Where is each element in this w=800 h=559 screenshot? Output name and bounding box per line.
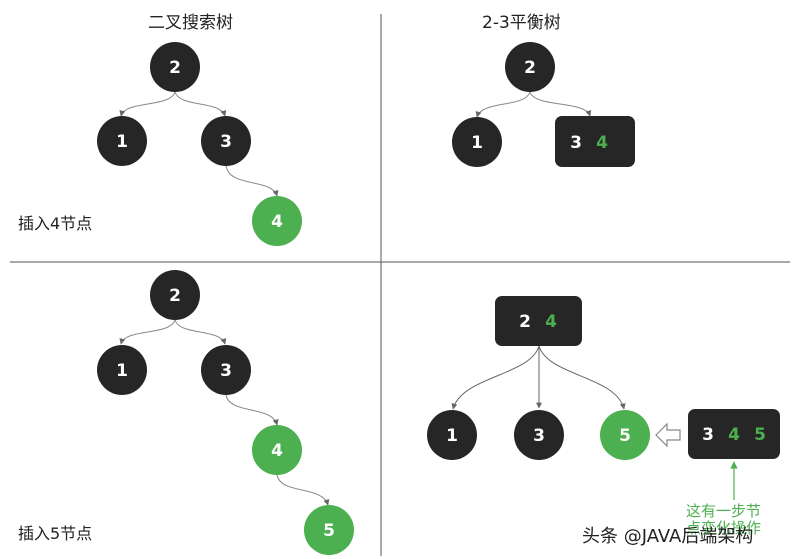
three-node-3-4 — [555, 116, 635, 167]
left-title: 二叉搜索树 — [148, 13, 233, 33]
node-2-label: 2 — [169, 58, 181, 78]
root-key-2: 2 — [519, 312, 531, 332]
node-4-label: 4 — [271, 441, 283, 461]
three-node-key-4: 4 — [596, 133, 608, 153]
note-label: 这有一步节 点变化操作 — [686, 503, 761, 537]
node-1 — [97, 345, 147, 395]
node-4-new — [252, 196, 302, 246]
node-4 — [252, 425, 302, 475]
node-1-label: 1 — [116, 132, 128, 152]
three-node-key-3: 3 — [570, 133, 582, 153]
edge-root-left — [451, 345, 540, 410]
node-3 — [201, 345, 251, 395]
child-node-1 — [427, 410, 477, 460]
overflow-key-3: 3 — [702, 425, 714, 445]
root-key-4: 4 — [545, 312, 557, 332]
insert4-caption: 插入4节点 — [18, 214, 93, 233]
node-1-label: 1 — [116, 361, 128, 381]
node-2-label: 2 — [169, 286, 181, 306]
child-node-3 — [514, 410, 564, 460]
note-line-1: 这有一步节 — [686, 502, 762, 520]
node-3-label: 3 — [220, 132, 232, 152]
edge-4-5 — [276, 474, 330, 506]
overflow-key-5: 5 — [754, 425, 766, 445]
edge-2-3 — [174, 319, 227, 345]
split-arrow-icon — [655, 422, 681, 448]
edge-2-3 — [174, 91, 227, 117]
node-5-label: 5 — [323, 521, 335, 541]
edge-2-1 — [119, 91, 176, 117]
root-node — [505, 42, 555, 92]
note-line-2: 点变化操作 — [686, 519, 762, 537]
node-2 — [150, 42, 200, 92]
child-node-1-label: 1 — [446, 426, 458, 446]
node-3-label: 3 — [220, 361, 232, 381]
node-3 — [201, 116, 251, 166]
node-2 — [150, 270, 200, 320]
edge-3-4 — [225, 165, 279, 197]
bst-insert5: 2 1 3 4 5 — [97, 270, 354, 555]
watermark: 头条 @JAVA后端架构 — [582, 526, 754, 547]
left-node-label: 1 — [471, 133, 483, 153]
root-node-label: 2 — [524, 58, 536, 78]
bst-insert4: 2 1 3 4 — [97, 42, 302, 246]
node-5-new — [304, 505, 354, 555]
child-node-5-label: 5 — [619, 426, 631, 446]
edge-2-1 — [119, 319, 176, 345]
edge-root-right — [529, 91, 592, 117]
tree23-insert4: 2 1 3 4 — [452, 42, 635, 167]
child-node-5 — [600, 410, 650, 460]
overflow-key-4: 4 — [728, 425, 740, 445]
root-three-node — [495, 296, 582, 346]
left-node — [452, 117, 502, 167]
overflow-four-node — [688, 409, 780, 459]
tree23-insert5: 2 4 1 3 5 3 4 5 — [427, 296, 780, 500]
node-4-label: 4 — [271, 212, 283, 232]
edge-3-4 — [225, 394, 279, 426]
node-1 — [97, 116, 147, 166]
right-title: 2-3平衡树 — [482, 13, 561, 33]
insert5-caption: 插入5节点 — [18, 524, 93, 543]
child-node-3-label: 3 — [533, 426, 545, 446]
edge-root-right — [538, 345, 626, 410]
edge-root-left — [475, 91, 531, 118]
